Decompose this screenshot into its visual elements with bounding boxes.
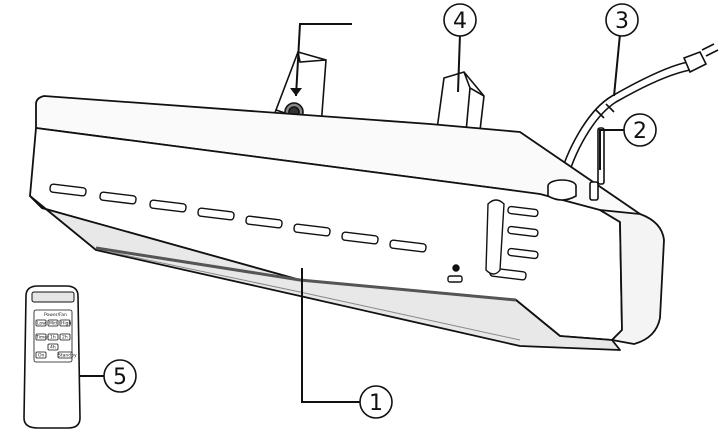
leader-4 <box>457 33 461 93</box>
remote-btn-low: Low <box>37 321 46 327</box>
callout-2-label: 2 <box>633 119 647 144</box>
callout-2: 2 <box>623 113 657 147</box>
callout-4-label: 4 <box>453 9 467 34</box>
remote-group-label: Power/Fan <box>44 312 67 318</box>
leader-3 <box>613 33 621 97</box>
remote-btn-on: On <box>38 353 45 359</box>
remote-btn-4h: 4h <box>50 345 56 351</box>
leader-1 <box>301 268 360 403</box>
power-cord <box>557 61 691 185</box>
leader-top-bracket <box>295 23 352 97</box>
callout-5: 5 <box>103 359 137 393</box>
remote-btn-2h: 2h <box>62 335 68 341</box>
front-switch <box>447 199 505 283</box>
remote-btn-timer: Timer <box>35 335 49 341</box>
callout-5-label: 5 <box>113 365 127 390</box>
remote-btn-1h: 1h <box>50 335 56 341</box>
callout-4: 4 <box>443 3 477 37</box>
remote-btn-mid: Mid <box>49 321 57 327</box>
callout-3-label: 3 <box>615 9 629 34</box>
remote-buttons <box>35 319 73 359</box>
front-vents <box>49 183 539 281</box>
leader-lines <box>80 23 624 403</box>
heater-body <box>29 95 665 351</box>
power-plug <box>682 43 719 74</box>
callout-1-label: 1 <box>369 391 383 416</box>
callout-1: 1 <box>359 385 393 419</box>
callout-3: 3 <box>605 3 639 37</box>
remote-control: Power/Fan Low Mid High Timer 1h 2h 4h On… <box>23 285 81 429</box>
leader-2 <box>599 129 624 170</box>
leader-arrowhead <box>290 88 302 96</box>
remote-btn-high: High <box>61 321 71 327</box>
remote-btn-standby: Standby <box>58 353 77 359</box>
